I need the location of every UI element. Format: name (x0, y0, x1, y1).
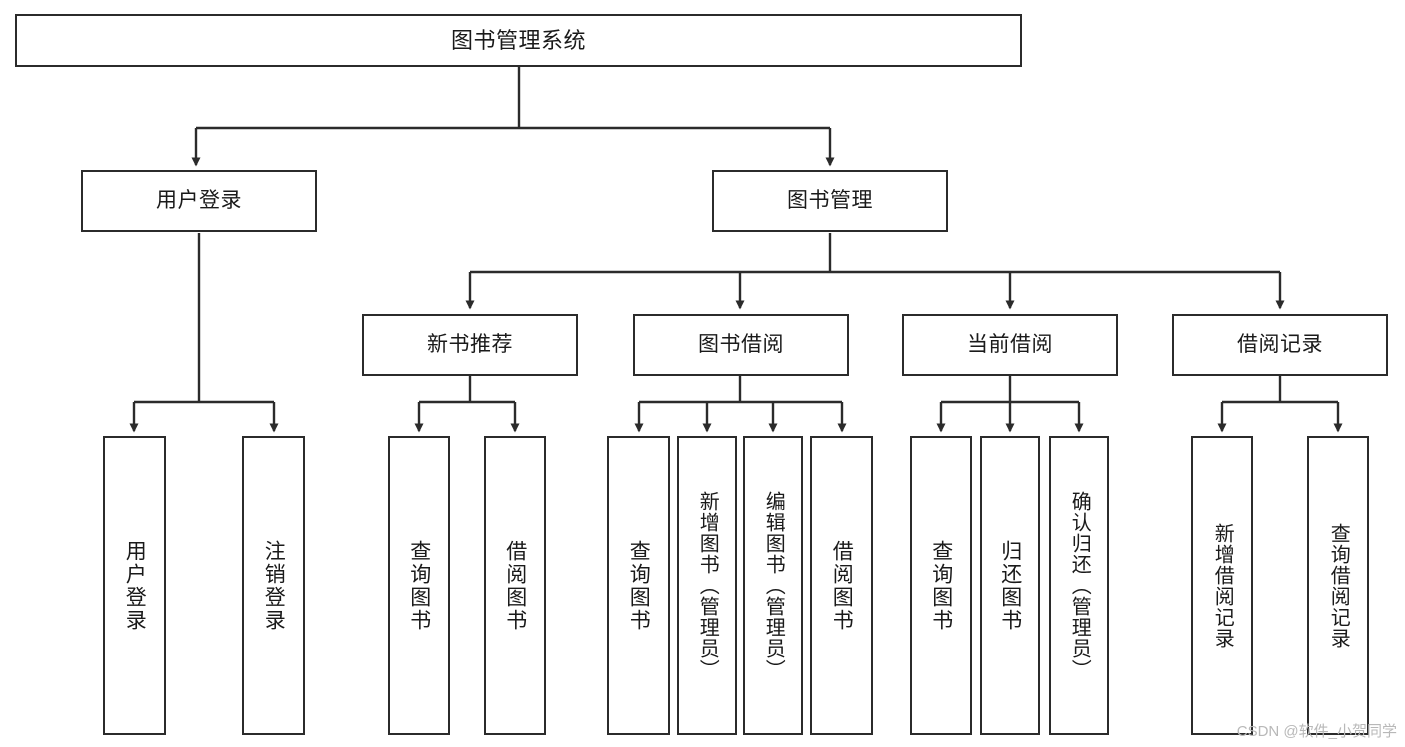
leaf-new-book-query-books[interactable]: 查询图书 (388, 436, 450, 735)
node-label: 当前借阅 (967, 332, 1053, 356)
node-label: 新书推荐 (427, 332, 513, 356)
leaf-book-borrow-query-books[interactable]: 查询图书 (607, 436, 670, 735)
node-label: 查询图书 (407, 539, 431, 632)
node-label: 查询图书 (929, 539, 953, 632)
node-label: 用户登录 (123, 539, 147, 632)
node-label: 新增图书（管理员） (696, 491, 719, 680)
leaf-book-borrow-edit-book-admin[interactable]: 编辑图书（管理员） (743, 436, 803, 735)
leaf-user-login-logout[interactable]: 注销登录 (242, 436, 305, 735)
node-label: 查询借阅记录 (1327, 522, 1350, 649)
node-label: 归还图书 (998, 539, 1022, 632)
node-label: 借阅图书 (503, 539, 527, 632)
leaf-borrow-records-add-record[interactable]: 新增借阅记录 (1191, 436, 1253, 735)
watermark-csdn: CSDN @软件_小贺同学 (1236, 723, 1397, 740)
leaf-user-login-login[interactable]: 用户登录 (103, 436, 166, 735)
node-label: 图书管理系统 (450, 27, 586, 53)
leaf-new-book-borrow-books[interactable]: 借阅图书 (484, 436, 546, 735)
node-new-book-recommend[interactable]: 新书推荐 (362, 314, 578, 376)
node-label: 新增借阅记录 (1211, 522, 1234, 649)
node-current-borrow[interactable]: 当前借阅 (902, 314, 1118, 376)
leaf-current-borrow-confirm-return-admin[interactable]: 确认归还（管理员） (1049, 436, 1109, 735)
node-label: 编辑图书（管理员） (762, 491, 785, 680)
node-book-management[interactable]: 图书管理 (712, 170, 948, 232)
node-label: 借阅记录 (1237, 332, 1323, 356)
leaf-current-borrow-return-books[interactable]: 归还图书 (980, 436, 1040, 735)
leaf-book-borrow-borrow-books[interactable]: 借阅图书 (810, 436, 873, 735)
node-label: 借阅图书 (830, 539, 854, 632)
leaf-borrow-records-query-record[interactable]: 查询借阅记录 (1307, 436, 1369, 735)
node-label: 图书借阅 (698, 332, 784, 356)
node-label: 图书管理 (787, 188, 873, 212)
node-borrow-records[interactable]: 借阅记录 (1172, 314, 1388, 376)
node-root-book-management-system[interactable]: 图书管理系统 (15, 14, 1022, 67)
leaf-book-borrow-add-book-admin[interactable]: 新增图书（管理员） (677, 436, 737, 735)
leaf-current-borrow-query-books[interactable]: 查询图书 (910, 436, 972, 735)
node-label: 查询图书 (627, 539, 651, 632)
node-user-login[interactable]: 用户登录 (81, 170, 317, 232)
node-label: 用户登录 (156, 188, 242, 212)
node-label: 确认归还（管理员） (1068, 491, 1091, 680)
node-label: 注销登录 (262, 539, 286, 632)
node-book-borrow[interactable]: 图书借阅 (633, 314, 849, 376)
